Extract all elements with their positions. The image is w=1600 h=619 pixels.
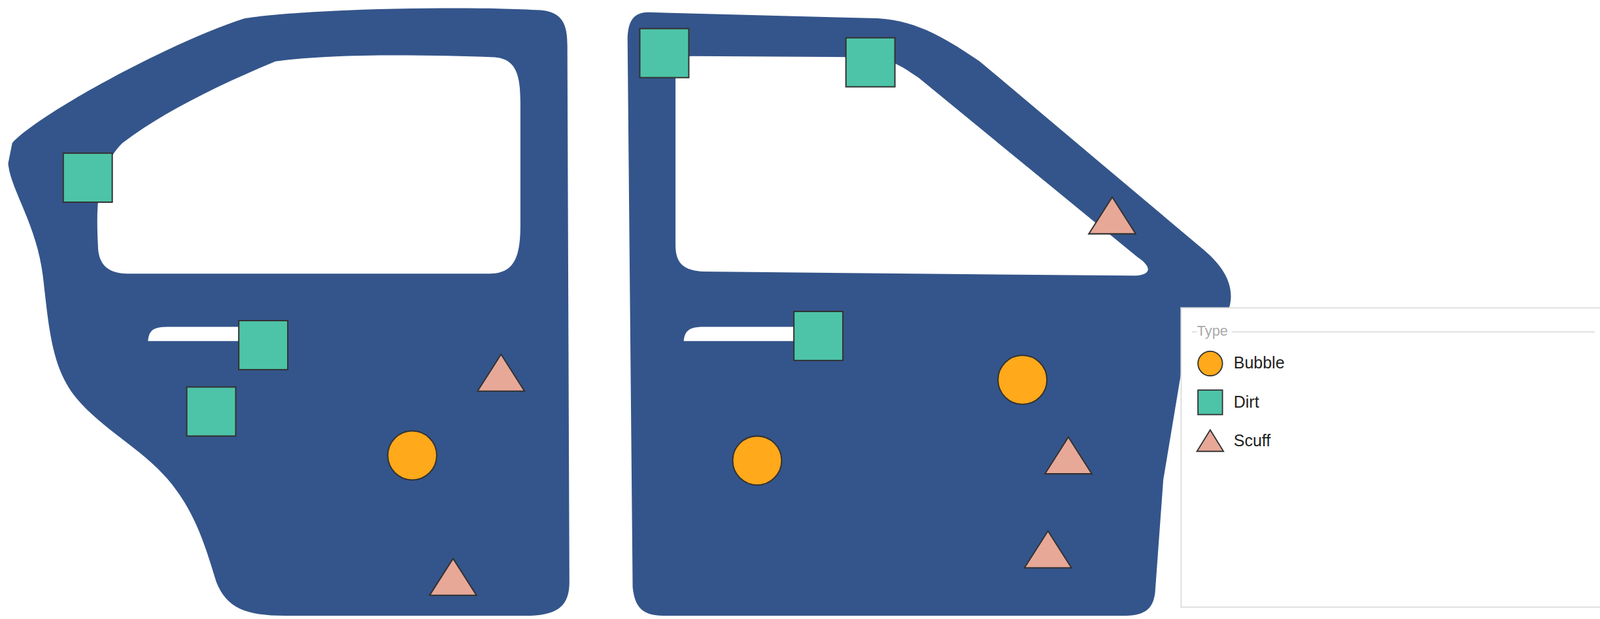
bubble-marker — [997, 355, 1047, 405]
rear-door — [7, 8, 569, 616]
legend-title: Type — [1197, 322, 1233, 339]
scuff-marker — [1088, 196, 1136, 234]
dirt-marker — [238, 320, 288, 370]
scuff-marker — [1024, 530, 1072, 568]
scuff-marker — [429, 558, 477, 596]
dirt-marker — [793, 311, 843, 361]
dirt-marker — [639, 28, 689, 78]
legend-swatch — [1197, 389, 1223, 414]
legend-graphics — [1181, 307, 1600, 609]
scuff-marker — [477, 354, 525, 392]
bubble-marker — [387, 430, 437, 480]
front-door — [627, 12, 1232, 616]
legend-label: Scuff — [1233, 431, 1271, 450]
legend-panel: TypeBubbleDirtScuff — [1180, 307, 1600, 608]
legend-label: Bubble — [1233, 354, 1285, 373]
dirt-marker — [187, 386, 237, 436]
legend-label: Dirt — [1233, 392, 1260, 412]
bubble-marker — [732, 435, 783, 485]
dirt-marker — [846, 37, 896, 87]
dirt-marker — [63, 153, 113, 203]
legend-rule — [1191, 330, 1595, 333]
legend-swatch — [1197, 351, 1223, 376]
defect-markers — [63, 28, 1136, 596]
scuff-marker — [1044, 436, 1092, 474]
legend-swatch — [1197, 429, 1225, 452]
